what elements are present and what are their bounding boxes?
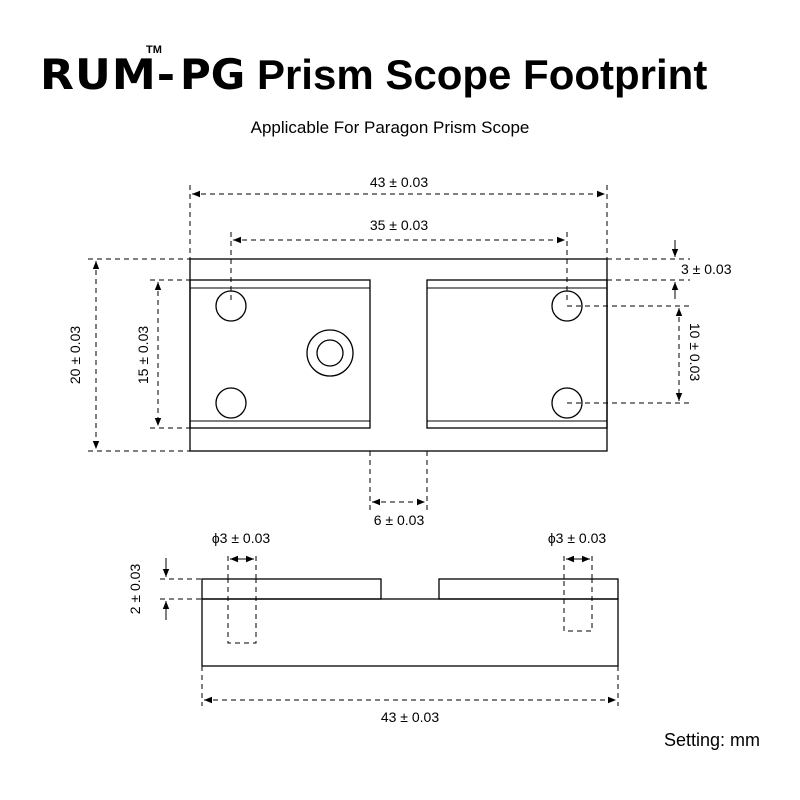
label-rail-height: 15 ± 0.03 — [135, 326, 151, 384]
page-subtitle: Applicable For Paragon Prism Scope — [250, 118, 530, 137]
units-note: Setting: mm — [663, 730, 760, 750]
title-text: Prism Scope Footprint — [256, 51, 708, 98]
label-step-height: 2 ± 0.03 — [127, 564, 143, 615]
label-overall-width-top: 43 ± 0.03 — [370, 174, 428, 190]
center-boss-inner — [316, 339, 344, 367]
side-view — [201, 578, 619, 667]
left-rail — [189, 279, 371, 429]
side-left-rail — [201, 578, 382, 600]
page-title: PG Prism Scope Footprint — [180, 50, 707, 99]
right-rail — [426, 279, 608, 429]
label-slot-width: 6 ± 0.03 — [374, 512, 425, 528]
mount-hole-bottom-right — [551, 387, 583, 419]
label-hole-dia-left: ϕ3 ± 0.03 — [212, 530, 271, 546]
title-row: RUM- TM PG Prism Scope Footprint — [0, 44, 800, 104]
label-overall-height: 20 ± 0.03 — [67, 326, 83, 384]
side-view-hidden-lines — [160, 556, 619, 706]
label-edge-offset: 3 ± 0.03 — [681, 261, 732, 277]
label-hole-dia-right: ϕ3 ± 0.03 — [548, 530, 607, 546]
label-hole-spacing-x: 35 ± 0.03 — [370, 217, 428, 233]
center-boss-outer — [306, 329, 354, 377]
trademark-mark: TM — [146, 44, 162, 56]
label-hole-spacing-y: 10 ± 0.03 — [687, 323, 703, 381]
side-right-rail — [438, 578, 619, 600]
label-overall-width-bottom: 43 ± 0.03 — [381, 709, 439, 725]
model-code: PG — [180, 50, 246, 99]
top-view-dimensions — [88, 185, 690, 510]
mount-hole-bottom-left — [215, 387, 247, 419]
brand-logo: RUM- — [40, 50, 177, 99]
side-base — [201, 598, 619, 667]
top-view — [189, 258, 608, 452]
